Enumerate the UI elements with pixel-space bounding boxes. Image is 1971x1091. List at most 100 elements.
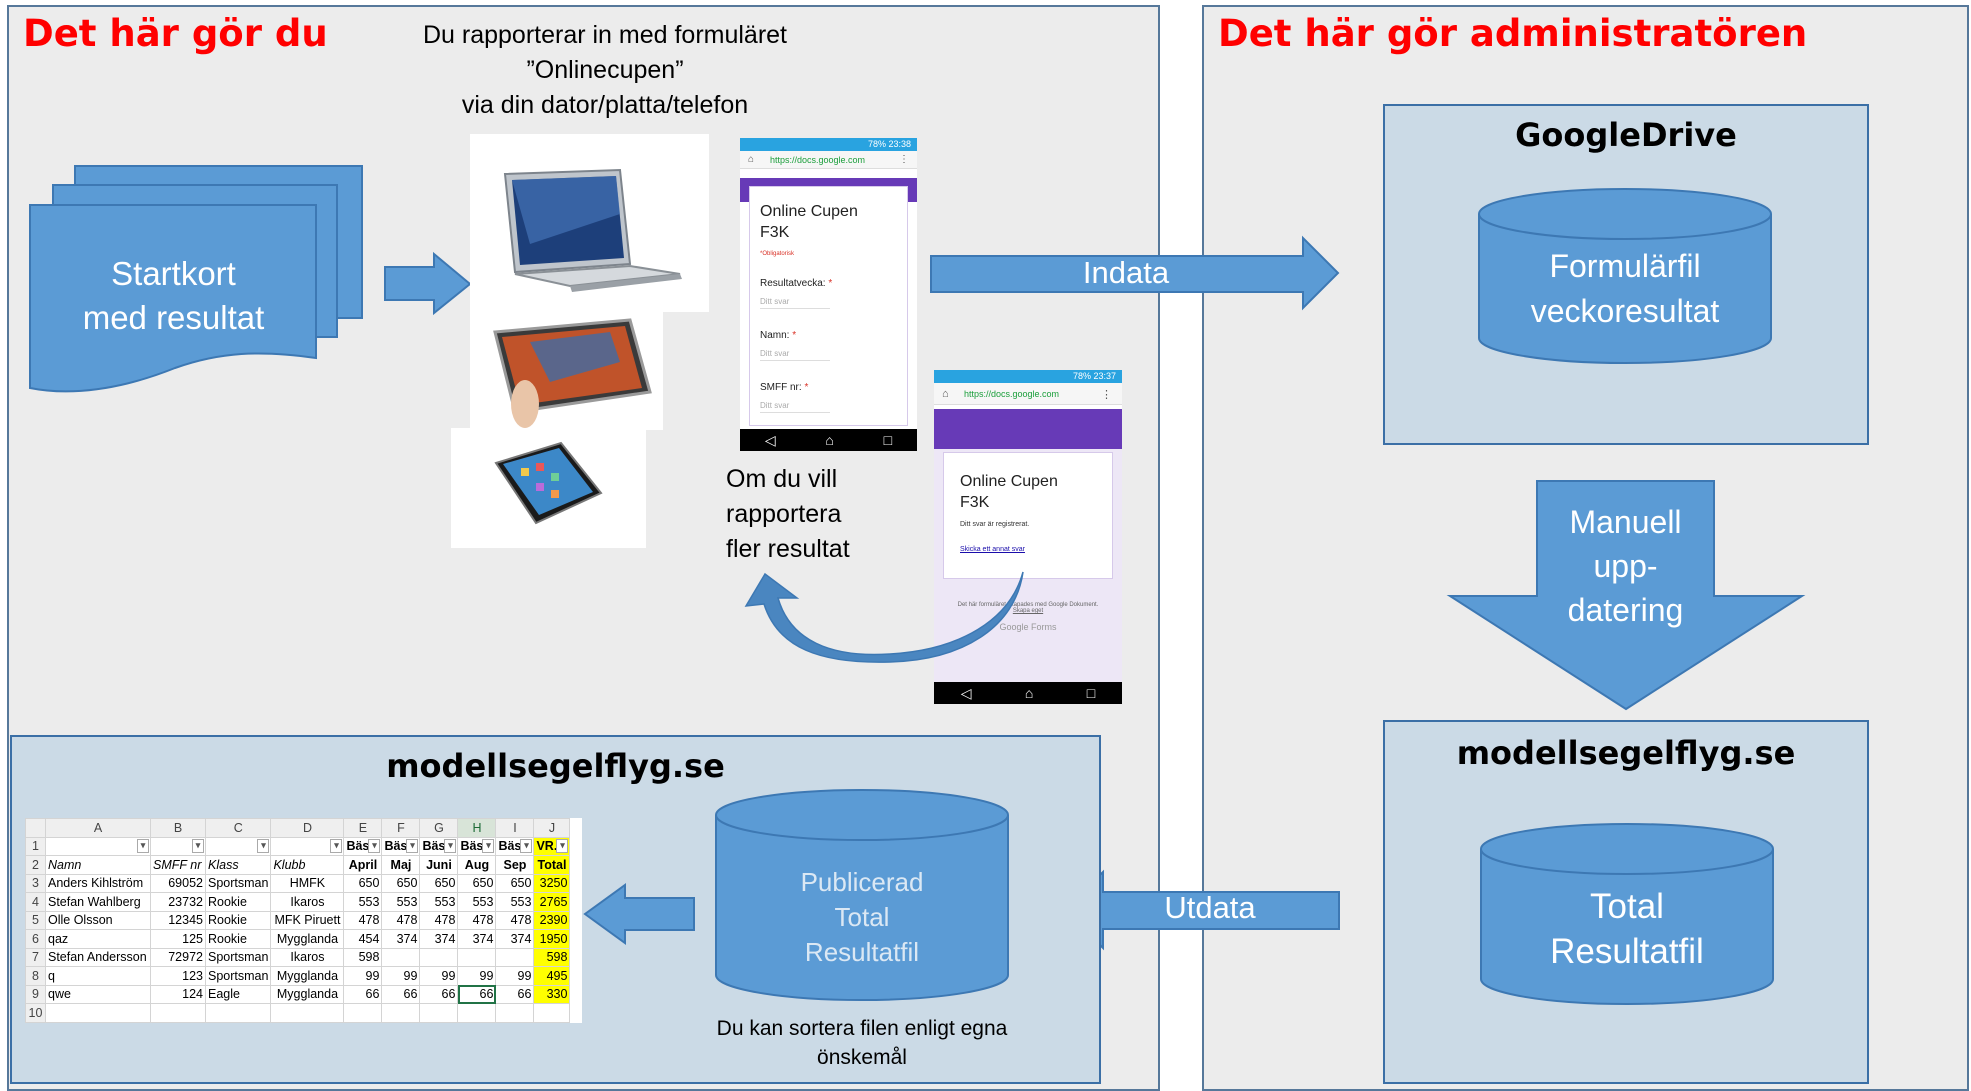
- table-cell[interactable]: 99: [457, 966, 497, 986]
- recents-icon[interactable]: □: [883, 432, 893, 448]
- menu-icon[interactable]: ⋮: [1101, 389, 1112, 401]
- column-title-cell[interactable]: Klubb: [270, 855, 345, 875]
- column-title-cell[interactable]: Aug: [457, 855, 497, 875]
- table-cell[interactable]: 553: [457, 892, 497, 912]
- table-cell[interactable]: Rookie: [204, 910, 272, 930]
- table-cell[interactable]: [343, 1003, 383, 1023]
- row-number[interactable]: 5: [25, 910, 46, 930]
- table-cell[interactable]: 478: [419, 910, 459, 930]
- filter-cell[interactable]: VR.: [533, 836, 571, 856]
- table-cell[interactable]: Sportsman: [204, 873, 272, 893]
- table-cell[interactable]: 478: [343, 910, 383, 930]
- table-cell[interactable]: Sportsman: [204, 947, 272, 967]
- table-cell[interactable]: HMFK: [270, 873, 345, 893]
- table-cell[interactable]: [495, 947, 535, 967]
- column-title-cell[interactable]: Total: [533, 855, 571, 875]
- column-title-cell[interactable]: April: [343, 855, 383, 875]
- table-cell[interactable]: 478: [457, 910, 497, 930]
- table-cell[interactable]: MFK Piruett: [270, 910, 345, 930]
- table-cell[interactable]: 66: [381, 984, 421, 1004]
- column-header[interactable]: D: [270, 818, 345, 838]
- table-cell[interactable]: Olle Olsson: [45, 910, 151, 930]
- table-cell[interactable]: Mygglanda: [270, 966, 345, 986]
- table-cell[interactable]: 495: [533, 966, 571, 986]
- column-title-cell[interactable]: Klass: [204, 855, 272, 875]
- table-cell[interactable]: 553: [495, 892, 535, 912]
- table-cell[interactable]: [381, 1003, 421, 1023]
- table-cell[interactable]: Mygglanda: [270, 929, 345, 949]
- table-cell[interactable]: [457, 947, 497, 967]
- table-cell[interactable]: [419, 1003, 459, 1023]
- column-header[interactable]: F: [381, 818, 421, 838]
- filter-cell[interactable]: Bäs: [457, 836, 497, 856]
- table-cell[interactable]: Sportsman: [204, 966, 272, 986]
- filter-cell[interactable]: Bäs: [495, 836, 535, 856]
- table-cell[interactable]: 99: [381, 966, 421, 986]
- table-cell[interactable]: 553: [343, 892, 383, 912]
- table-cell[interactable]: 598: [343, 947, 383, 967]
- table-cell[interactable]: 125: [150, 929, 206, 949]
- table-cell[interactable]: [419, 947, 459, 967]
- table-cell[interactable]: [457, 1003, 497, 1023]
- column-header[interactable]: G: [419, 818, 459, 838]
- table-cell[interactable]: 650: [419, 873, 459, 893]
- table-cell[interactable]: [495, 1003, 535, 1023]
- table-cell[interactable]: qaz: [45, 929, 151, 949]
- table-cell[interactable]: [150, 1003, 206, 1023]
- table-cell[interactable]: 1950: [533, 929, 571, 949]
- row-number[interactable]: 10: [25, 1003, 46, 1023]
- column-header[interactable]: C: [204, 818, 272, 838]
- table-cell[interactable]: 66: [495, 984, 535, 1004]
- table-cell[interactable]: [45, 1003, 151, 1023]
- column-header[interactable]: H: [457, 818, 497, 838]
- table-cell[interactable]: 2765: [533, 892, 571, 912]
- back-icon[interactable]: ◁: [764, 431, 776, 448]
- table-cell[interactable]: 553: [381, 892, 421, 912]
- table-cell[interactable]: q: [45, 966, 151, 986]
- filter-cell[interactable]: Bäs: [381, 836, 421, 856]
- table-cell[interactable]: 99: [419, 966, 459, 986]
- menu-icon[interactable]: ⋮: [899, 154, 909, 165]
- phone1-urlbar[interactable]: https://docs.google.com: [740, 151, 917, 169]
- field-namn[interactable]: Namn: * Ditt svar: [760, 325, 907, 361]
- column-title-cell[interactable]: SMFF nr: [150, 855, 206, 875]
- column-title-cell[interactable]: Sep: [495, 855, 535, 875]
- table-cell[interactable]: Rookie: [204, 892, 272, 912]
- home-icon[interactable]: ⌂: [1024, 685, 1034, 701]
- table-cell[interactable]: 124: [150, 984, 206, 1004]
- table-cell[interactable]: [204, 1003, 272, 1023]
- table-cell[interactable]: 69052: [150, 873, 206, 893]
- table-cell[interactable]: Eagle: [204, 984, 272, 1004]
- select-all-corner[interactable]: [25, 818, 46, 838]
- filter-cell[interactable]: Bäs: [419, 836, 459, 856]
- row-number[interactable]: 3: [25, 873, 46, 893]
- table-cell[interactable]: 99: [343, 966, 383, 986]
- row-number[interactable]: 2: [25, 855, 46, 875]
- table-cell[interactable]: 478: [495, 910, 535, 930]
- row-number[interactable]: 1: [25, 836, 46, 856]
- table-cell[interactable]: Mygglanda: [270, 984, 345, 1004]
- table-cell[interactable]: 66: [343, 984, 383, 1004]
- table-cell[interactable]: 374: [495, 929, 535, 949]
- table-cell[interactable]: [533, 1003, 571, 1023]
- table-cell[interactable]: Ikaros: [270, 892, 345, 912]
- filter-cell[interactable]: [45, 836, 151, 856]
- table-cell[interactable]: Ikaros: [270, 947, 345, 967]
- home-icon[interactable]: ⌂: [748, 154, 755, 165]
- field-resultatvecka[interactable]: Resultatvecka: * Ditt svar: [760, 273, 907, 309]
- table-cell[interactable]: 650: [457, 873, 497, 893]
- table-cell[interactable]: qwe: [45, 984, 151, 1004]
- field-smff-nr[interactable]: SMFF nr: * Ditt svar: [760, 377, 907, 413]
- table-cell[interactable]: 650: [343, 873, 383, 893]
- table-cell[interactable]: 598: [533, 947, 571, 967]
- submit-another-link[interactable]: Skicka ett annat svar: [960, 546, 1025, 553]
- home-icon[interactable]: ⌂: [942, 388, 949, 400]
- column-title-cell[interactable]: Juni: [419, 855, 459, 875]
- row-number[interactable]: 6: [25, 929, 46, 949]
- table-cell[interactable]: 650: [495, 873, 535, 893]
- footer-link[interactable]: Skapa eget: [1012, 608, 1044, 614]
- filter-cell[interactable]: Bäs: [343, 836, 383, 856]
- table-cell[interactable]: [270, 1003, 345, 1023]
- column-header[interactable]: A: [45, 818, 151, 838]
